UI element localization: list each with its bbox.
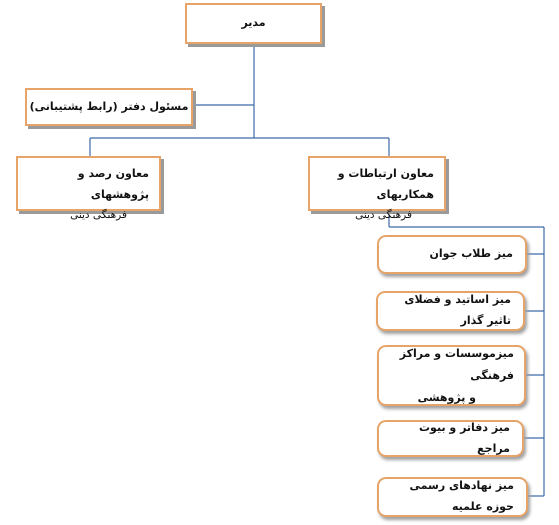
director-box: مدیر (185, 3, 322, 44)
desk-box-4: میز دفاتر و بیوت مراجع (377, 420, 524, 457)
desk-label-3-line1: میزموسسات و مراکز فرهنگی (399, 346, 514, 382)
desk-box-3: میزموسسات و مراکز فرهنگی و پژوهشی (377, 345, 526, 406)
desk-label-4: میز دفاتر و بیوت مراجع (419, 420, 510, 455)
desk-box-5: میز نهادهای رسمی حوزه علمیه (377, 477, 528, 517)
office-manager-label: مسئول دفتر (رابط پشتیبانی) (29, 99, 189, 113)
deputy-research-box: معاون رصد و پژوهشهای فرهنگی دینی (16, 156, 161, 221)
desk-label-3-line2: و پژوهشی (417, 390, 476, 404)
desk-label-2: میز اساتید و فضلای تاثیر گذار (404, 293, 511, 327)
deputy-relations-box: معاون ارتباطات و همکاریهای فرهنگی دینی (308, 156, 446, 221)
director-label: مدیر (241, 16, 266, 30)
office-manager-box: مسئول دفتر (رابط پشتیبانی) (25, 88, 193, 126)
deputy-research-line1: معاون رصد و پژوهشهای (77, 167, 149, 201)
deputy-relations-line2: فرهنگی دینی (355, 208, 412, 221)
deputy-research-line2: فرهنگی دینی (70, 208, 127, 221)
desk-label-1: میز طلاب جوان (429, 247, 513, 261)
deputy-relations-line1: معاون ارتباطات و همکاریهای (337, 167, 434, 201)
desk-box-2: میز اساتید و فضلای تاثیر گذار (376, 291, 525, 331)
desk-box-1: میز طلاب جوان (377, 235, 527, 274)
desk-label-5: میز نهادهای رسمی حوزه علمیه (409, 479, 514, 513)
